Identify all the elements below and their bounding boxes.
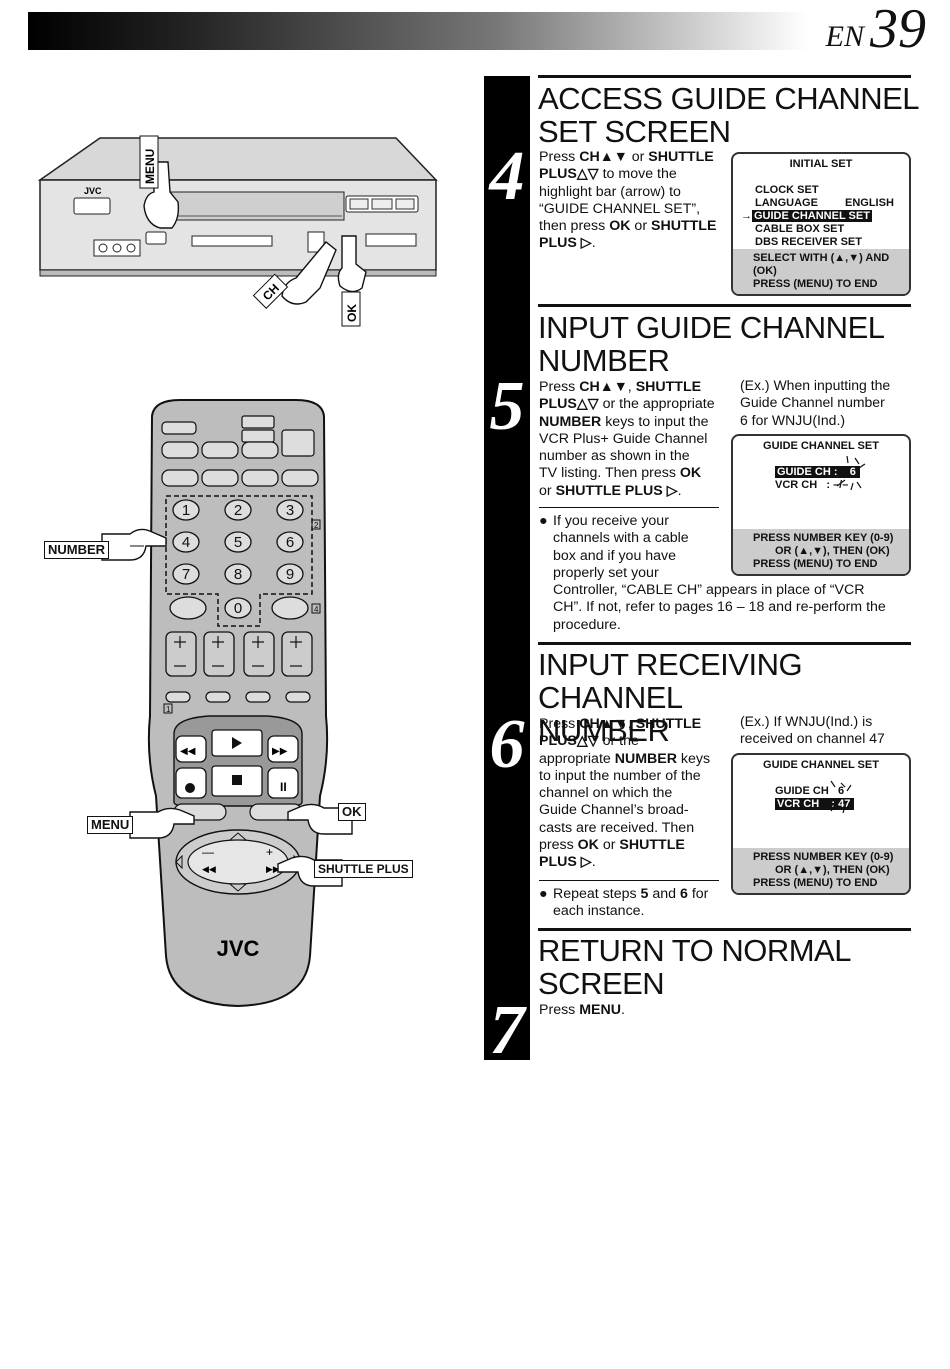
guide-channel-set-screen-2: GUIDE CHANNEL SET GUIDE CH 6 VCR CH : 47…	[731, 753, 911, 895]
step-7-instructions: Press MENU.	[539, 1002, 625, 1018]
step-4-instructions: Press CH▲▼ or SHUTTLE PLUS△▽ to move the…	[539, 149, 717, 252]
svg-text:II: II	[280, 780, 287, 794]
svg-text:◀◀: ◀◀	[202, 864, 216, 874]
number-pointing-hand-icon	[101, 528, 167, 561]
key-4: 4	[182, 534, 190, 551]
key-1: 1	[182, 502, 190, 519]
step-5-title: INPUT GUIDE CHANNEL NUMBER	[538, 310, 885, 378]
step-5-note-rule	[539, 507, 719, 508]
vcr-illustration: JVC MENU CH OK	[37, 135, 438, 327]
step-5-rule	[538, 304, 911, 307]
osd-channel-rows: GUIDE CH 6 VCR CH : 47	[775, 785, 855, 811]
key-7: 7	[182, 566, 190, 583]
step-4-title-line-1: ACCESS GUIDE CHANNEL	[538, 81, 920, 116]
step-6-instructions: Press CH▲▼, SHUTTLE PLUS△▽ or the approp…	[539, 716, 711, 871]
osd-footer: SELECT WITH (▲,▼) AND (OK) PRESS (MENU) …	[733, 249, 909, 294]
step-4-rule	[538, 75, 911, 78]
vcr-brand-logo: JVC	[84, 186, 102, 196]
osd-item-language: LANGUAGE ENGLISH	[755, 197, 894, 209]
initial-set-screen: INITIAL SET CLOCK SET LANGUAGE ENGLISH →…	[731, 152, 911, 296]
header-gradient-bar	[28, 12, 808, 50]
osd-item-clock-set: CLOCK SET	[755, 184, 819, 196]
key-5: 5	[234, 534, 242, 551]
remote-brand-logo: JVC	[217, 936, 260, 961]
step-4-number: 4	[489, 138, 525, 215]
ok-label: OK	[338, 803, 366, 821]
svg-text:2: 2	[314, 521, 319, 530]
guide-channel-set-screen-1: GUIDE CHANNEL SET GUIDE CH : 6 VCR CH : …	[731, 434, 911, 576]
step-4-title: ACCESS GUIDE CHANNEL SET SCREEN	[538, 81, 920, 149]
arrow-right-icon: →	[741, 210, 752, 222]
osd-title: GUIDE CHANNEL SET	[763, 759, 879, 771]
svg-text:+: +	[266, 845, 273, 859]
osd-title: GUIDE CHANNEL SET	[763, 440, 879, 452]
key-8: 8	[234, 566, 242, 583]
key-2: 2	[234, 502, 242, 519]
step-5-note: ●If you receive your channels with a cab…	[539, 513, 886, 633]
step-6-number: 6	[489, 706, 525, 783]
step-6-title: INPUT RECEIVING CHANNEL NUMBER	[538, 647, 803, 748]
remote-control-illustration: 1 2 3 4 5 6 7 8 9 0 2 4 1 3 II ◀◀▶▶	[147, 399, 329, 1008]
menu-pointing-hand-icon	[129, 807, 195, 839]
step-6-note-rule	[539, 880, 719, 881]
step-number-stripe	[484, 76, 530, 1060]
bullet-icon: ●	[539, 513, 548, 529]
blink-icon	[830, 780, 854, 814]
step-4-title-line-2: SET SCREEN	[538, 114, 731, 149]
step-6-example: (Ex.) If WNJU(Ind.) is received on chann…	[740, 713, 885, 747]
step-6-rule	[538, 642, 911, 645]
menu-label: MENU	[87, 816, 134, 834]
svg-text:1: 1	[166, 705, 171, 714]
osd-item-guide-channel-set: →GUIDE CHANNEL SET	[741, 210, 872, 222]
step-7-title: RETURN TO NORMAL SCREEN	[538, 933, 851, 1001]
step-7-number: 7	[489, 992, 525, 1069]
osd-menu-items: CLOCK SET LANGUAGE ENGLISH →GUIDE CHANNE…	[741, 184, 894, 249]
step-5-instructions: Press CH▲▼, SHUTTLE PLUS△▽ or the approp…	[539, 379, 715, 499]
step-5-example: (Ex.) When inputting the Guide Channel n…	[740, 377, 891, 428]
svg-text:▶▶: ▶▶	[266, 864, 280, 874]
page-number-label: EN 39	[825, 0, 926, 60]
key-0: 0	[234, 600, 242, 617]
key-9: 9	[286, 566, 294, 583]
svg-text:◀◀: ◀◀	[180, 746, 196, 757]
vcr-ok-label: OK	[345, 304, 359, 322]
language-code: EN	[825, 20, 864, 53]
svg-text:—: —	[202, 845, 214, 859]
step-5-number: 5	[489, 368, 525, 445]
osd-footer: PRESS NUMBER KEY (0-9) OR (▲,▼), THEN (O…	[733, 529, 909, 574]
bullet-icon: ●	[539, 886, 548, 902]
step-7-rule	[538, 928, 911, 931]
shuttle-plus-label: SHUTTLE PLUS	[314, 860, 413, 878]
vcr-menu-label: MENU	[143, 149, 157, 184]
svg-text:4: 4	[314, 605, 319, 614]
osd-item-cable-box-set: CABLE BOX SET	[755, 223, 845, 235]
osd-footer: PRESS NUMBER KEY (0-9) OR (▲,▼), THEN (O…	[733, 848, 909, 893]
osd-title: INITIAL SET	[789, 158, 853, 170]
key-3: 3	[286, 502, 294, 519]
number-label: NUMBER	[44, 541, 110, 559]
blink-icon	[836, 455, 866, 491]
ok-pointing-hand-icon	[287, 803, 353, 835]
osd-item-dbs-receiver-set: DBS RECEIVER SET	[755, 236, 862, 248]
page-number: 39	[870, 0, 926, 60]
step-6-note: ●Repeat steps 5 and 6 for each instance.	[539, 886, 709, 920]
svg-text:▶▶: ▶▶	[272, 746, 288, 757]
key-6: 6	[286, 534, 294, 551]
